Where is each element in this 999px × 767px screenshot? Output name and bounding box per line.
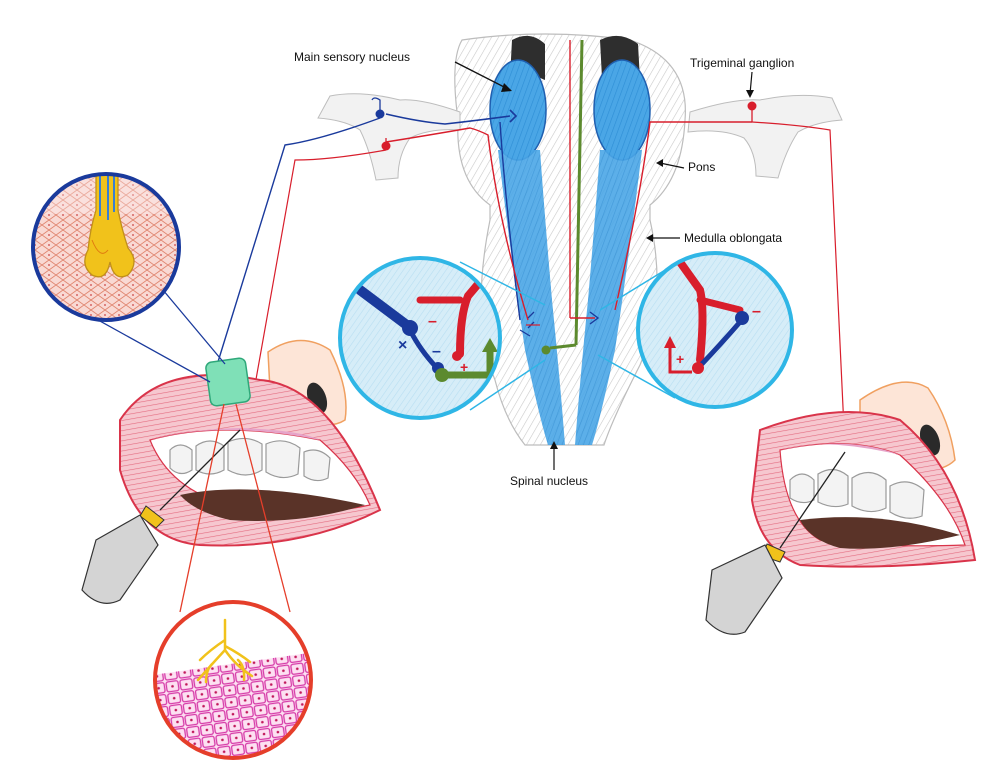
left-mouth xyxy=(82,340,380,603)
right-mouth xyxy=(706,382,975,634)
svg-text:+: + xyxy=(676,351,684,367)
magnifier-follicle xyxy=(33,174,225,382)
label-spinal-nucleus: Spinal nucleus xyxy=(510,474,588,488)
svg-text:+: + xyxy=(460,359,468,375)
label-trigeminal-ganglion: Trigeminal ganglion xyxy=(690,56,794,70)
svg-text:–: – xyxy=(752,303,761,320)
label-main-sensory-nucleus: Main sensory nucleus xyxy=(294,50,410,64)
svg-text:–: – xyxy=(432,343,441,360)
svg-text:×: × xyxy=(398,337,407,354)
svg-text:–: – xyxy=(428,313,437,330)
label-medulla-oblongata: Medulla oblongata xyxy=(684,231,782,245)
label-pons: Pons xyxy=(688,160,715,174)
